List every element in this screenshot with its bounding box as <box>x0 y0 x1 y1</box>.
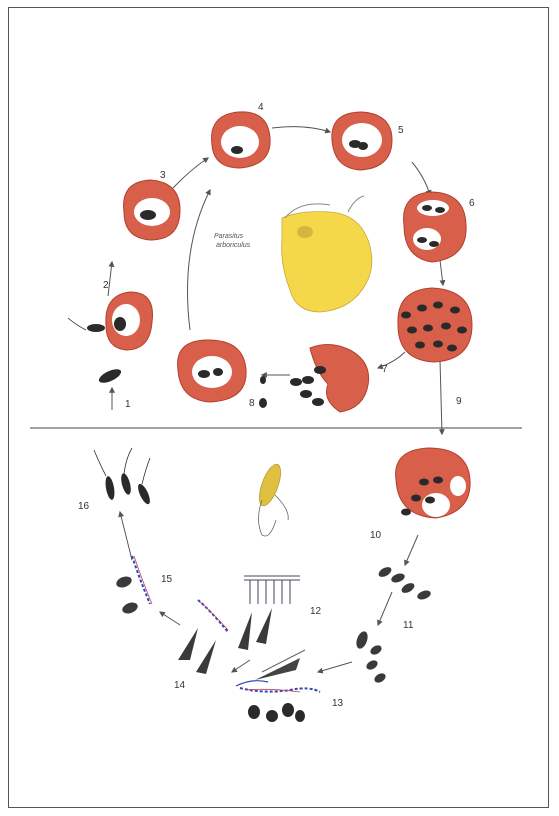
stage-number-1: 1 <box>125 399 131 410</box>
stage-16-forms <box>94 448 152 506</box>
stage-number-11: 11 <box>403 620 414 631</box>
stage-1-sporozoite <box>97 366 123 385</box>
stage-number-14: 14 <box>174 680 186 691</box>
stage-5-cell <box>332 112 392 170</box>
stage-3-cell <box>124 180 180 240</box>
host-animal-illustration <box>282 196 372 312</box>
stage-6-cell <box>404 192 467 262</box>
stage-4-cell <box>212 112 271 168</box>
host-label-line-1: Parasitus <box>214 233 244 240</box>
stage-number-15: 15 <box>161 574 173 585</box>
stage-number-13: 13 <box>332 698 344 709</box>
cycle-arrows-upper <box>108 127 443 434</box>
stage-number-8: 8 <box>249 398 255 409</box>
stage-number-3: 3 <box>160 170 166 181</box>
stage-number-4: 4 <box>258 102 264 113</box>
gut-wall-illustration <box>244 576 300 604</box>
stage-14-tubule <box>198 600 228 632</box>
stage-10-cell <box>396 448 471 518</box>
stage-number-7: 7 <box>382 364 388 375</box>
stage-15-forms <box>115 556 152 615</box>
stage-2-cell <box>68 292 153 350</box>
stage-12-13-forms <box>236 650 320 692</box>
stage-number-10: 10 <box>370 530 382 541</box>
stage-number-9: 9 <box>456 396 462 407</box>
stage-number-5: 5 <box>398 125 404 136</box>
stage-number-2: 2 <box>103 280 109 291</box>
schizont-cell <box>398 288 472 362</box>
stage-13-amastigotes <box>248 703 305 722</box>
stage-11-forms <box>354 565 432 684</box>
stage-7-cell <box>290 344 369 412</box>
host-label-line-2: arboriculus <box>216 242 251 249</box>
stage-number-12: 12 <box>310 606 322 617</box>
stage-number-6: 6 <box>469 198 475 209</box>
stage-14-forms <box>178 608 272 674</box>
stage-number-16: 16 <box>78 501 90 512</box>
vector-insect-illustration <box>255 462 288 536</box>
